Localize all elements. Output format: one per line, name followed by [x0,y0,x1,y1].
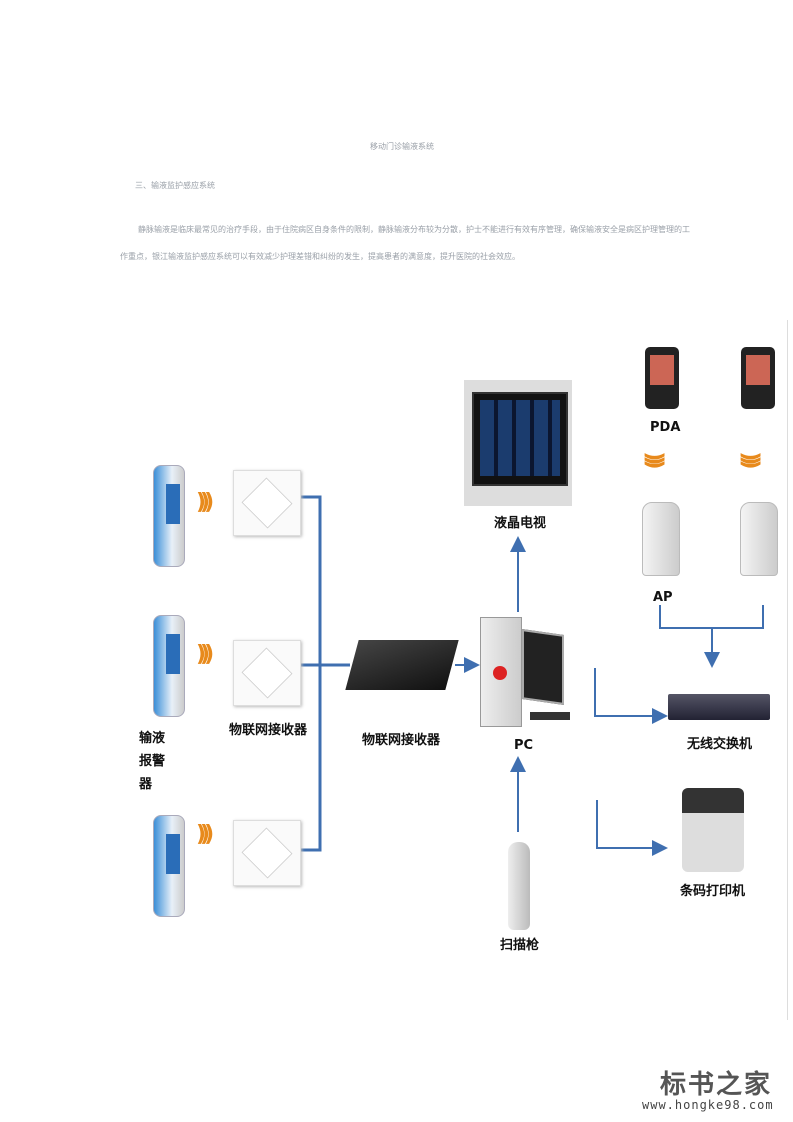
iot-receiver-device [233,640,301,706]
wireless-signal-icon: ))) [196,642,214,667]
wireless-signal-icon: ))) [196,490,214,515]
doc-title: 移动门诊输液系统 [370,142,434,151]
section-heading: 三、输液监护感应系统 [135,181,215,190]
alarm-label: 输液 报警 器 [139,727,165,796]
iot-receiver-device [233,820,301,886]
pc-to-switch-arrow [594,668,668,724]
iot-receiver-device [233,470,301,536]
wireless-switch [668,694,770,720]
pc-monitor [522,629,564,705]
watermark-logo: 标书之家 [660,1070,773,1100]
keyboard [530,712,570,720]
lcd-tv-photo [464,380,572,506]
printer-label: 条码打印机 [680,884,746,899]
iot-hub-device [345,640,459,690]
pda-device [741,347,775,409]
ap-label: AP [653,590,673,605]
wireless-signal-icon: ))) [196,822,214,847]
wireless-signal-icon: ))) [641,451,667,464]
iot-receiver-label: 物联网接收器 [229,723,308,738]
body-paragraph: 静脉输液是临床最常见的治疗手段，由于住院病区自身条件的限制，静脉输液分布较为分散… [120,225,690,261]
pc-label: PC [514,738,534,753]
access-point-device [642,502,680,576]
alarm-label-line: 器 [139,777,153,792]
pc-to-printer-arrow [596,800,668,856]
barcode-scanner [508,842,530,930]
alarm-label-line: 报警 [139,754,166,769]
page-edge-rule [787,320,788,1020]
infusion-alarm-device [153,465,185,567]
iot-hub-label: 物联网接收器 [362,733,441,748]
pda-label: PDA [650,420,681,435]
pc-tower [480,617,522,727]
infusion-alarm-device [153,815,185,917]
infusion-alarm-device [153,615,185,717]
wireless-signal-icon: ))) [737,451,763,464]
switch-label: 无线交换机 [687,737,753,752]
barcode-printer [682,788,744,872]
access-point-device [740,502,778,576]
alarm-label-line: 输液 [139,731,166,746]
watermark-url: www.hongke98.com [642,1098,774,1112]
scanner-label: 扫描枪 [500,938,540,953]
ap-join-line [659,605,764,629]
lcd-tv-label: 液晶电视 [494,516,547,531]
pda-device [645,347,679,409]
receiver-bus-line [300,495,322,852]
